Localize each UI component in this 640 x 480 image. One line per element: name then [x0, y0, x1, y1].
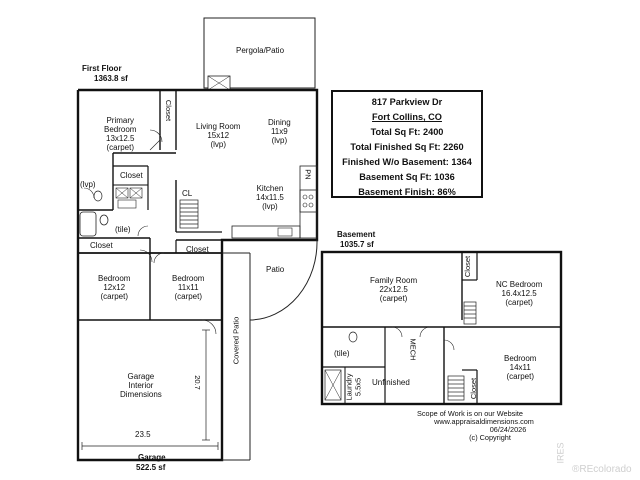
door-swings — [83, 129, 217, 335]
ires-watermark: IRES — [555, 442, 566, 464]
garage-title: Garage — [138, 453, 166, 462]
footer-website: www.appraisaldimensions.com — [434, 417, 534, 426]
city: Fort Collins, CO — [372, 112, 442, 122]
garage-depth-label: 20.7 — [192, 375, 202, 390]
recolorado-watermark: ®REcolorado — [572, 464, 632, 475]
tile-bsmt-label: (tile) — [334, 349, 350, 358]
unfinished-label: Unfinished — [372, 378, 410, 387]
basement-area: 1035.7 sf — [340, 240, 374, 249]
mech-label: MECH — [408, 338, 418, 361]
lvp-bath-label: (lvp) — [80, 180, 96, 189]
closet-bath-label: Closet — [120, 171, 143, 180]
patio-label: Patio — [266, 265, 285, 274]
footer-date: 06/24/2026 — [489, 425, 527, 434]
footer-notes: Scope of Work is on our Website www.appr… — [400, 410, 540, 442]
address: 817 Parkview Dr — [371, 97, 443, 107]
pantry-label: PN — [303, 169, 313, 180]
total-finished-sqft: Total Finished Sq Ft: 2260 — [350, 142, 464, 152]
cl-label: CL — [182, 189, 193, 198]
pergola-outline — [203, 17, 316, 89]
footer-scope: Scope of Work is on our Website — [417, 409, 523, 418]
pergola-label: Pergola/Patio — [236, 46, 285, 55]
bathtub — [79, 211, 97, 237]
finished-without-basement: Finished W/o Basement: 1364 — [342, 157, 472, 167]
property-info-box: 817 Parkview Dr Fort Collins, CO Total S… — [331, 90, 483, 198]
first-floor-title: First Floor — [82, 64, 122, 73]
total-sqft: Total Sq Ft: 2400 — [370, 127, 444, 137]
tile-bath-label: (tile) — [115, 225, 131, 234]
first-floor-area: 1363.8 sf — [94, 74, 128, 83]
basement-finish: Basement Finish: 86% — [358, 187, 456, 197]
stairs-first — [179, 199, 199, 229]
closet-bsmt-1-label: Closet — [463, 255, 473, 278]
stairs-basement-1 — [463, 301, 477, 325]
garage-width-label: 23.5 — [135, 430, 151, 439]
patio-arc — [249, 239, 318, 321]
closet-primary-label: Closet — [164, 99, 174, 122]
basement-outline — [320, 250, 563, 406]
closet-right-label: Closet — [186, 245, 209, 254]
basement-title: Basement — [337, 230, 376, 239]
closet-left-label: Closet — [90, 241, 113, 250]
basement-sqft: Basement Sq Ft: 1036 — [359, 172, 455, 182]
kitchen-counter-bottom — [231, 225, 301, 239]
footer-copyright: (c) Copyright — [469, 433, 511, 442]
covered-patio-label: Covered Patio — [231, 316, 241, 365]
stairs-basement-2 — [447, 375, 465, 401]
closet-bsmt-2-label: Closet — [469, 377, 479, 400]
garage-area: 522.5 sf — [136, 463, 166, 472]
